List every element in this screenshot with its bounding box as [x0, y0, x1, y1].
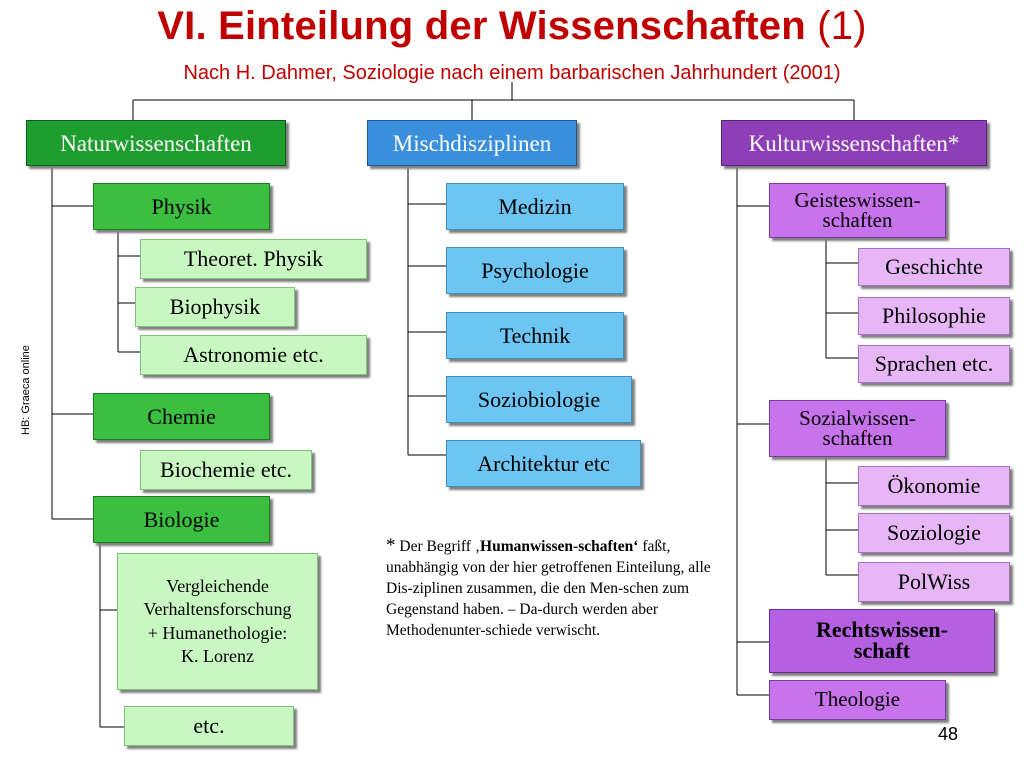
node-theoret-physik: Theoret. Physik — [140, 239, 367, 279]
title-number: (1) — [817, 4, 867, 48]
node-astronomie: Astronomie etc. — [140, 335, 367, 375]
header-kulturwissenschaften: Kulturwissenschaften* — [721, 120, 987, 166]
footnote-part2: faßt, unabhängig von der hier getroffene… — [386, 538, 711, 639]
page-number: 48 — [938, 724, 959, 744]
footnote-bold: Humanwissen-schaften‘ — [480, 538, 639, 555]
node-medizin: Medizin — [446, 183, 624, 230]
node-philosophie: Philosophie — [858, 297, 1010, 335]
node-soziobiologie: Soziobiologie — [446, 376, 632, 423]
page-subtitle: Nach H. Dahmer, Soziologie nach einem ba… — [183, 62, 841, 84]
title-main: VI. Einteilung der Wissenschaften — [157, 4, 806, 48]
header-naturwissenschaften: Naturwissenschaften — [26, 120, 286, 166]
node-geisteswissenschaften: Geisteswissen- schaften — [769, 183, 946, 238]
verhalten-line-4: K. Lorenz — [181, 645, 254, 666]
recht-line-1: Rechtswissen- — [816, 617, 948, 643]
sozial-line-2: schaften — [822, 425, 893, 450]
verhalten-line-1: Vergleichende — [166, 575, 269, 596]
node-chemie: Chemie — [93, 393, 270, 440]
node-technik: Technik — [446, 312, 624, 359]
node-psychologie: Psychologie — [446, 247, 624, 294]
node-architektur: Architektur etc — [446, 440, 641, 487]
node-geschichte: Geschichte — [858, 248, 1010, 286]
side-label: HB: Graeca online — [20, 345, 32, 435]
header-mischdisziplinen: Mischdisziplinen — [367, 120, 577, 166]
geistes-line-1: Geisteswissen- — [794, 187, 921, 212]
node-rechtswissenschaft: Rechtswissen- schaft — [769, 609, 995, 673]
node-soziologie: Soziologie — [858, 513, 1010, 553]
recht-line-2: schaft — [853, 638, 911, 663]
footnote-star: * — [386, 535, 396, 556]
node-polwiss: PolWiss — [858, 562, 1010, 602]
verhalten-line-3: + Humanethologie: — [147, 622, 288, 643]
sozial-line-1: Sozialwissen- — [799, 405, 916, 430]
node-sprachen: Sprachen etc. — [858, 345, 1010, 383]
node-theologie: Theologie — [769, 680, 946, 720]
node-biophysik: Biophysik — [135, 287, 295, 327]
node-oekonomie: Ökonomie — [858, 466, 1010, 506]
node-biologie: Biologie — [93, 496, 270, 543]
node-sozialwissenschaften: Sozialwissen- schaften — [769, 400, 946, 457]
node-physik: Physik — [93, 183, 270, 230]
geistes-line-2: schaften — [822, 207, 893, 232]
node-verhaltensforschung: Vergleichende Verhaltensforschung + Huma… — [117, 553, 318, 690]
footnote-part1: Der Begriff ‚ — [395, 538, 481, 555]
footnote: * Der Begriff ‚Humanwissen-schaften‘ faß… — [386, 535, 716, 641]
node-etc: etc. — [124, 706, 294, 746]
node-biochemie: Biochemie etc. — [140, 450, 312, 490]
verhalten-line-2: Verhaltensforschung — [143, 599, 292, 620]
page-title: VI. Einteilung der Wissenschaften (1) — [0, 4, 1024, 49]
